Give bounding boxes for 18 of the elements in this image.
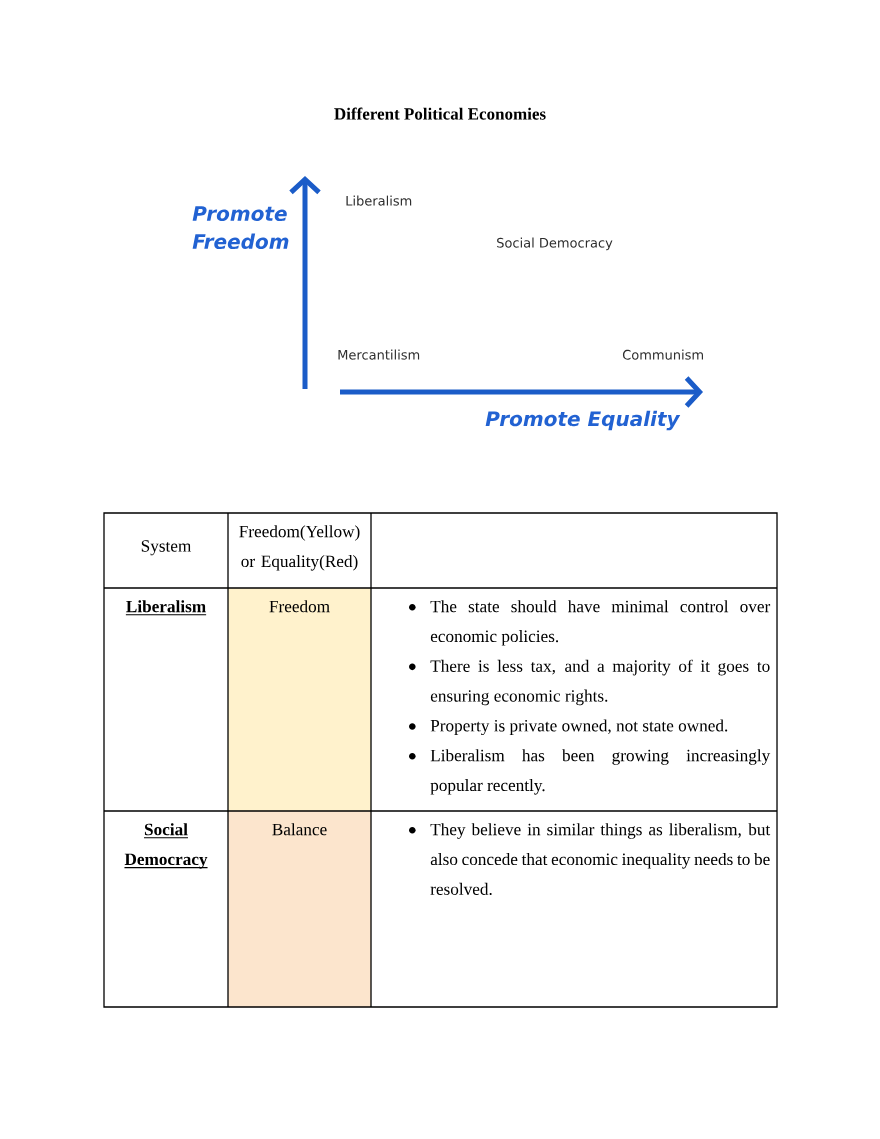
row-header: Liberalism [125, 600, 207, 616]
column-header: Freedom(Yellow) or Equality(Red) [239, 525, 360, 571]
table-cell: Balance [228, 811, 371, 1007]
plot-label: Communism [622, 349, 703, 360]
plot-label: Mercantilism [338, 349, 420, 360]
bullet-item: They believe in similar things as liberalism, but also concede that economic inequality needs to be resolved. [430, 823, 771, 895]
bullet-item: There is less tax, and a majority of it goes to ensuring economic rights. [430, 659, 770, 706]
bullet-item: Property is private owned, not state owned. [430, 719, 728, 736]
bullet-item: Liberalism has been growing increasingly popular recently. [430, 749, 771, 795]
title: Different Political Economies [334, 107, 546, 120]
plot-label: Social Democracy [497, 237, 613, 251]
row-header: Social Democracy [123, 823, 209, 869]
bullet-item: The state should have minimal control over economic policies. [430, 600, 771, 646]
axis-label: Promote Equality [485, 410, 681, 431]
table-cell: Freedom [228, 588, 371, 811]
axis-label: Promote Freedom [192, 206, 289, 250]
column-header: System [141, 540, 192, 556]
plot-label: Liberalism [346, 195, 412, 206]
